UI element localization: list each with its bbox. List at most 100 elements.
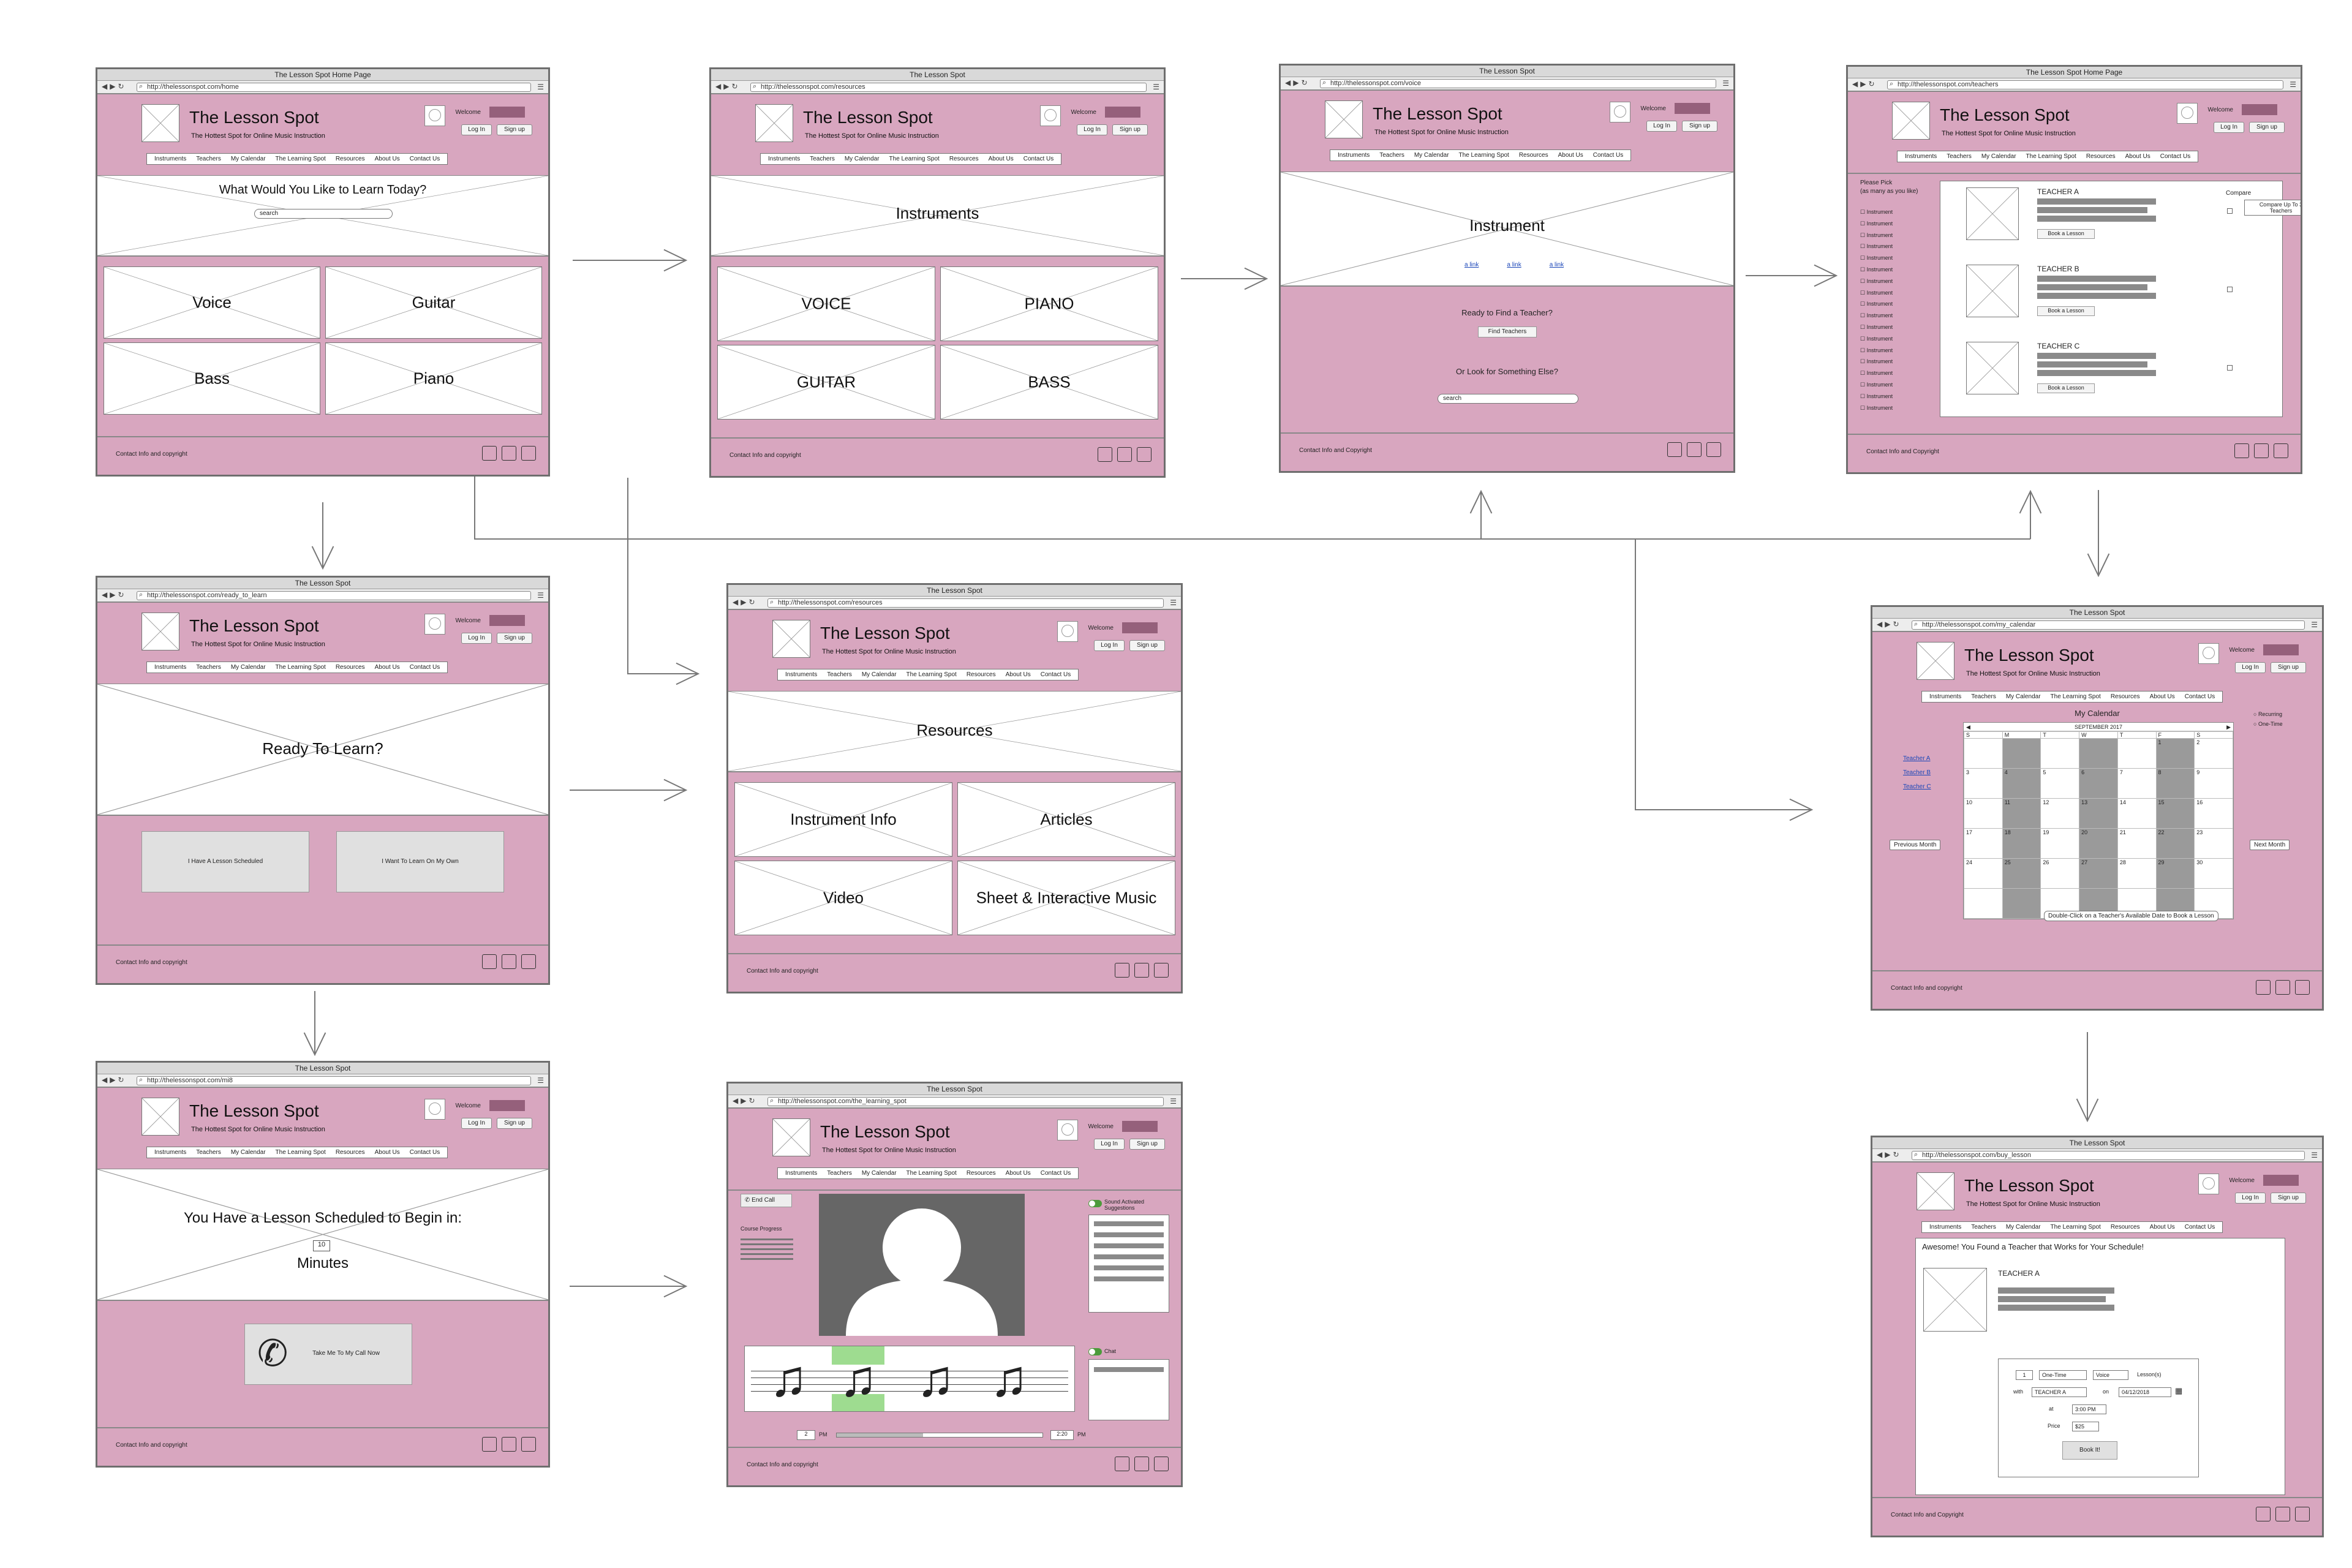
calendar-day[interactable]: 25 [2002, 858, 2041, 889]
instrument-checkbox[interactable]: ☐ Instrument [1860, 266, 1893, 273]
browser-nav-icons[interactable]: ◀▶↻ [102, 590, 127, 599]
social-icon[interactable] [521, 1437, 536, 1452]
signup-button[interactable]: Sign up [497, 124, 532, 135]
time-input[interactable]: 3:00 PM [2072, 1404, 2106, 1414]
nav-item[interactable]: About Us [374, 1149, 400, 1156]
instrument-checkbox[interactable]: ☐ Instrument [1860, 301, 1893, 307]
nav-item[interactable]: My Calendar [230, 1149, 266, 1156]
nav-item[interactable]: My Calendar [1981, 153, 2016, 160]
next-month-button[interactable]: Next Month [2250, 840, 2290, 850]
calendar-day[interactable]: 10 [1964, 798, 2003, 829]
login-button[interactable]: Log In [461, 124, 492, 135]
calendar-day[interactable]: 17 [1964, 828, 2003, 859]
tile-bass[interactable]: Bass [104, 342, 320, 415]
browser-nav-icons[interactable]: ◀▶↻ [1877, 620, 1902, 628]
signup-button[interactable]: Sign up [2271, 662, 2306, 673]
signup-button[interactable]: Sign up [497, 633, 532, 644]
calendar-day[interactable]: 2 [2194, 738, 2233, 769]
menu-icon[interactable]: ☰ [2290, 80, 2296, 89]
url-bar[interactable]: http://thelessonspot.com/the_learning_sp… [767, 1097, 1164, 1106]
tile-piano[interactable]: PIANO [940, 266, 1158, 341]
learn-own-button[interactable]: I Want To Learn On My Own [336, 831, 504, 892]
instrument-checkbox[interactable]: ☐ Instrument [1860, 323, 1893, 330]
login-button[interactable]: Log In [1077, 124, 1107, 135]
nav-item[interactable]: Contact Us [1040, 1170, 1071, 1177]
nav-item[interactable]: The Learning Spot [2050, 1224, 2101, 1231]
calendar-day[interactable] [1964, 738, 2003, 769]
social-icon[interactable] [1117, 447, 1132, 462]
nav-item[interactable]: Teachers [827, 671, 852, 678]
calendar-day[interactable]: 3 [1964, 768, 2003, 799]
calendar-day[interactable] [1964, 888, 2003, 919]
menu-icon[interactable]: ☰ [537, 83, 544, 91]
calendar-day[interactable]: 20 [2079, 828, 2118, 859]
nav-item[interactable]: The Learning Spot [2050, 693, 2101, 700]
nav-item[interactable]: Contact Us [2184, 693, 2215, 700]
nav-item[interactable]: About Us [374, 156, 400, 162]
url-bar[interactable]: http://thelessonspot.com/resources [750, 83, 1147, 92]
social-icon[interactable] [1134, 963, 1149, 978]
social-icon[interactable] [2295, 1507, 2310, 1521]
tile-voice[interactable]: Voice [104, 266, 320, 339]
calendar-day[interactable]: 4 [2002, 768, 2041, 799]
social-icon[interactable] [1137, 447, 1152, 462]
nav-item[interactable]: Teachers [827, 1170, 852, 1177]
login-button[interactable]: Log In [461, 633, 492, 644]
nav-item[interactable]: Teachers [1379, 152, 1404, 159]
login-button[interactable]: Log In [2214, 122, 2244, 133]
nav-item[interactable]: About Us [988, 156, 1014, 162]
calendar-day[interactable]: 24 [1964, 858, 2003, 889]
instrument-checkbox[interactable]: ☐ Instrument [1860, 255, 1893, 262]
signup-button[interactable]: Sign up [1129, 640, 1165, 651]
social-icon[interactable] [521, 954, 536, 969]
url-bar[interactable]: http://thelessonspot.com/home [137, 83, 531, 92]
calendar-day[interactable] [2079, 738, 2118, 769]
nav-item[interactable]: My Calendar [2005, 1224, 2041, 1231]
nav-item[interactable]: Resources [1518, 152, 1548, 159]
chat-panel[interactable] [1088, 1359, 1169, 1420]
nav-item[interactable]: Contact Us [1593, 152, 1624, 159]
minutes-stepper[interactable]: 10 [313, 1240, 330, 1251]
calendar-day[interactable]: 12 [2040, 798, 2080, 829]
calendar-day[interactable]: 23 [2194, 828, 2233, 859]
social-icon[interactable] [502, 1437, 516, 1452]
browser-nav-icons[interactable]: ◀▶↻ [102, 82, 127, 91]
link[interactable]: a link [1549, 262, 1564, 268]
signup-button[interactable]: Sign up [497, 1118, 532, 1129]
url-bar[interactable]: http://thelessonspot.com/ready_to_learn [137, 591, 531, 600]
social-icon[interactable] [521, 446, 536, 461]
instrument-checkbox[interactable]: ☐ Instrument [1860, 393, 1893, 399]
nav-item[interactable]: Instruments [154, 664, 187, 671]
compare-checkbox[interactable] [2227, 287, 2233, 292]
calendar-day[interactable]: 11 [2002, 798, 2041, 829]
social-icon[interactable] [2256, 980, 2271, 995]
nav-item[interactable]: My Calendar [1414, 152, 1449, 159]
nav-item[interactable]: My Calendar [2005, 693, 2041, 700]
onetime-option[interactable]: ○ One-Time [2253, 721, 2283, 727]
nav-item[interactable]: The Learning Spot [275, 156, 326, 162]
social-icon[interactable] [2275, 1507, 2290, 1521]
calendar-day[interactable]: 1 [2155, 738, 2195, 769]
browser-nav-icons[interactable]: ◀▶↻ [1285, 78, 1310, 87]
calendar-day[interactable]: 30 [2194, 858, 2233, 889]
instrument-checkbox[interactable]: ☐ Instrument [1860, 404, 1893, 411]
book-lesson-button[interactable]: Book a Lesson [2037, 229, 2095, 239]
social-icon[interactable] [1706, 442, 1721, 457]
nav-item[interactable]: Resources [335, 664, 365, 671]
nav-item[interactable]: My Calendar [844, 156, 880, 162]
menu-icon[interactable]: ☰ [2311, 1151, 2318, 1159]
instrument-checkbox[interactable]: ☐ Instrument [1860, 277, 1893, 284]
calendar-day[interactable]: 7 [2117, 768, 2157, 799]
login-button[interactable]: Log In [2235, 1193, 2266, 1204]
instrument-checkbox[interactable]: ☐ Instrument [1860, 220, 1893, 227]
nav-item[interactable]: My Calendar [230, 156, 266, 162]
calendar-day[interactable]: 28 [2117, 858, 2157, 889]
calendar-day[interactable]: 29 [2155, 858, 2195, 889]
signup-button[interactable]: Sign up [1682, 121, 1717, 132]
nav-item[interactable]: Contact Us [2160, 153, 2191, 160]
calendar-day[interactable]: 9 [2194, 768, 2233, 799]
link[interactable]: a link [1464, 262, 1479, 268]
browser-nav-icons[interactable]: ◀▶↻ [102, 1076, 127, 1084]
social-icon[interactable] [1115, 1457, 1129, 1471]
nav-item[interactable]: Teachers [196, 156, 221, 162]
